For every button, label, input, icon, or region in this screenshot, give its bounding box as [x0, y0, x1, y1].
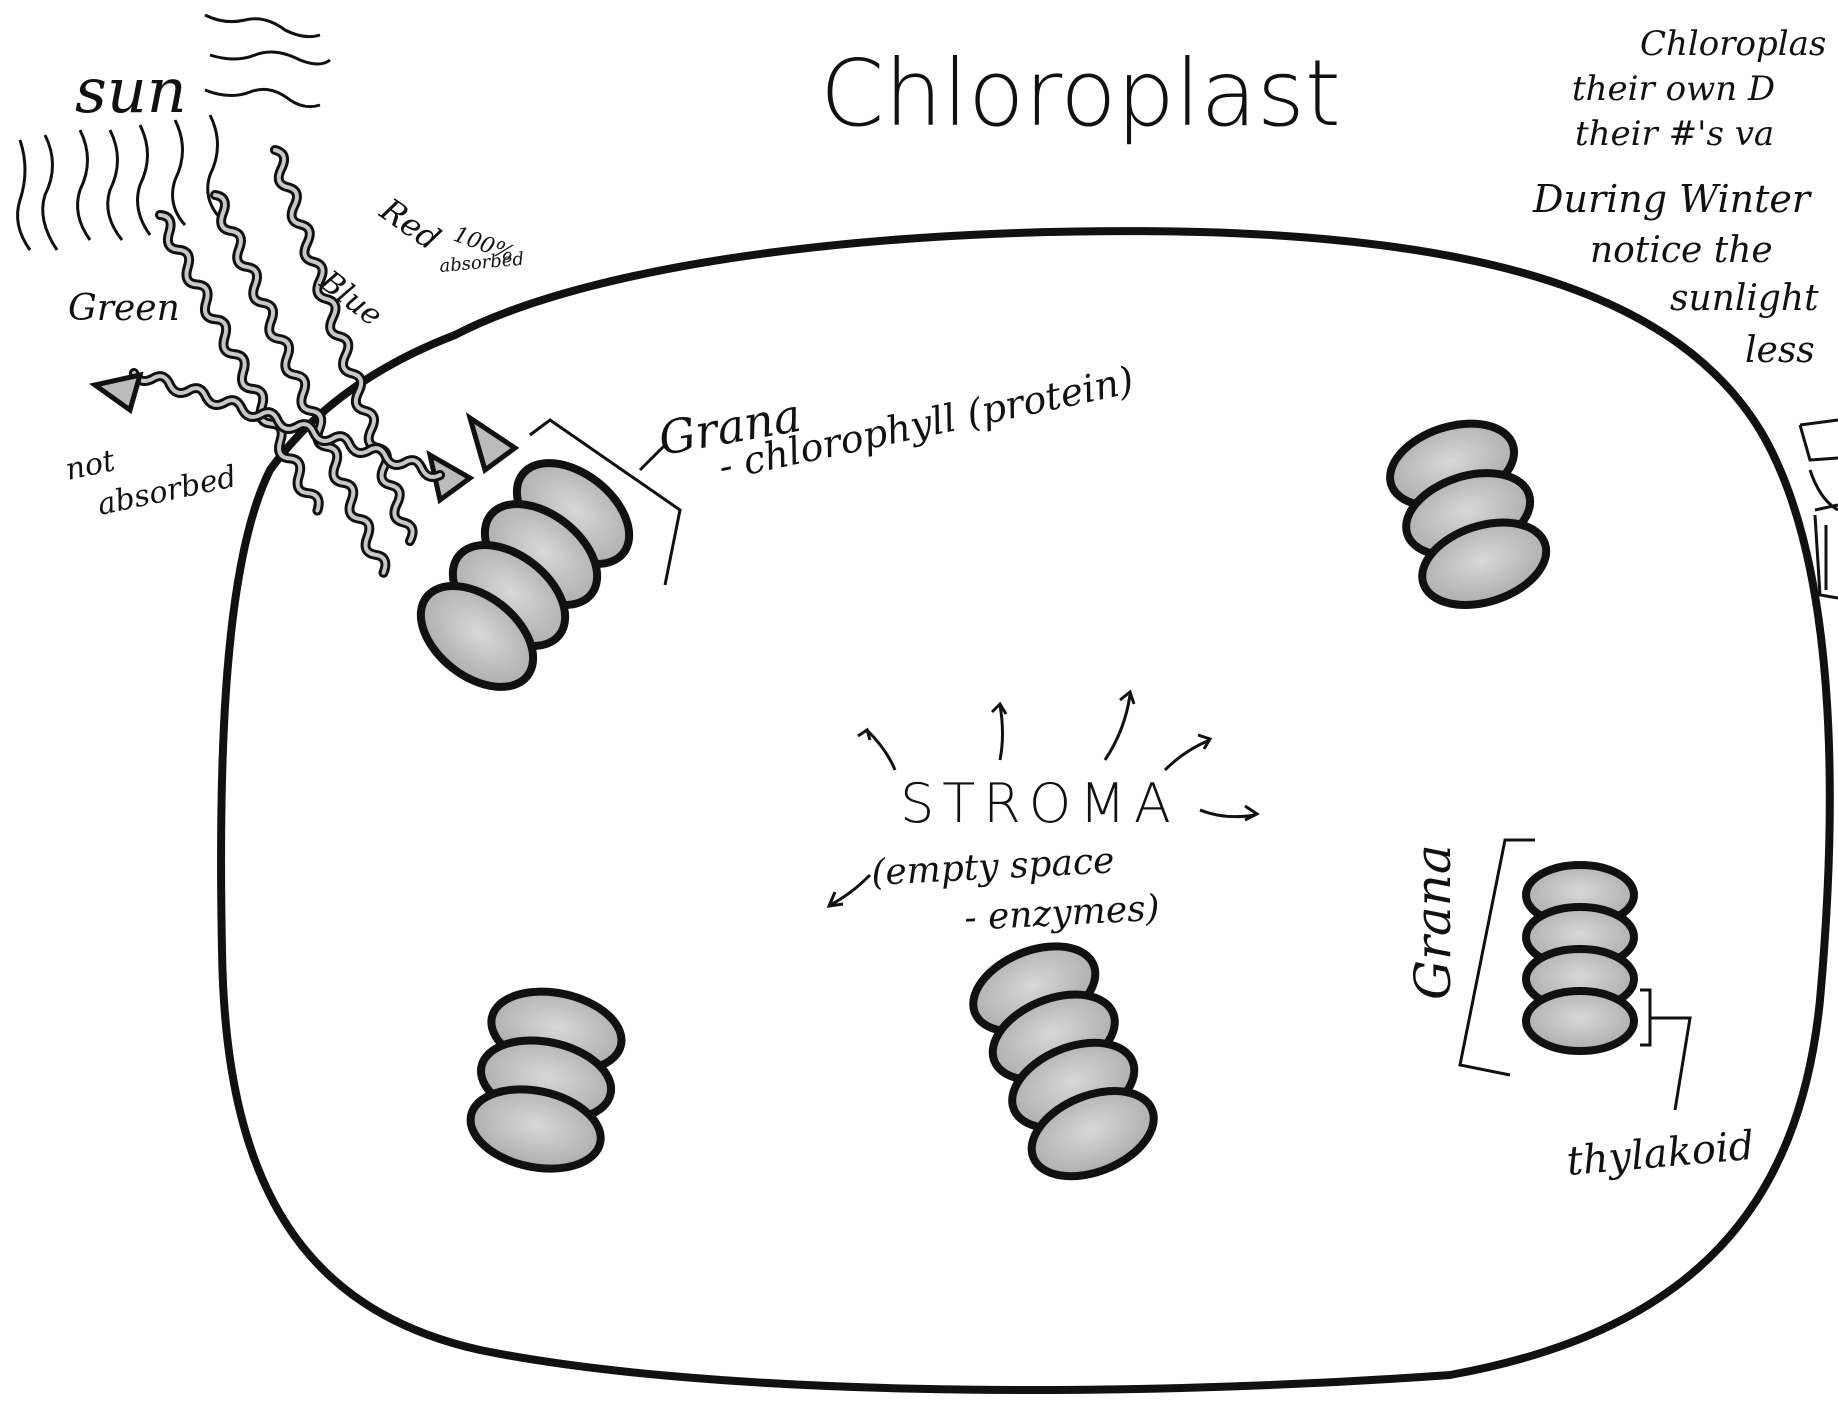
stroma-sub-line2: - enzymes) — [963, 888, 1160, 939]
green-note-line1: not — [62, 443, 119, 488]
side-note-line5: notice the — [1590, 230, 1773, 271]
thylakoid-label: thylakoid — [1565, 1123, 1756, 1185]
side-note-line7: less — [1745, 330, 1815, 371]
side-note-line1: Chloroplas — [1640, 24, 1826, 64]
side-note-line2: their own D — [1572, 69, 1775, 109]
red-light-label: Red — [373, 190, 448, 258]
green-light-label: Green — [68, 288, 180, 329]
grana-right-label: Grana — [1404, 844, 1462, 1000]
stroma-sub-line1: (empty space — [870, 840, 1115, 894]
grana-bracket-right — [1460, 840, 1535, 1075]
side-note-line3: their #'s va — [1575, 114, 1774, 154]
side-note-line4: During Winter — [1532, 177, 1813, 221]
diagram-title: Chloroplast — [820, 40, 1341, 147]
side-notes: Chloroplas their own D their #'s va Duri… — [1532, 24, 1826, 371]
thylakoid-disc — [1526, 991, 1634, 1051]
grana-stack-bottom-middle — [961, 930, 1167, 1193]
side-note-line6: sunlight — [1670, 278, 1819, 319]
thylakoid-bracket — [1640, 990, 1690, 1110]
partial-sketch-right — [1800, 420, 1838, 598]
red-arrowhead — [470, 418, 515, 470]
grana-stack-top-right — [1379, 409, 1556, 620]
sun-label: sun — [75, 54, 187, 127]
grana-stack-right — [1526, 865, 1634, 1051]
sun-rays — [18, 15, 330, 250]
stroma-label: STROMA — [900, 772, 1179, 835]
green-arrowhead — [95, 375, 140, 410]
grana-stack-bottom-left — [463, 980, 629, 1180]
red-note-line2: absorbed — [439, 249, 525, 277]
